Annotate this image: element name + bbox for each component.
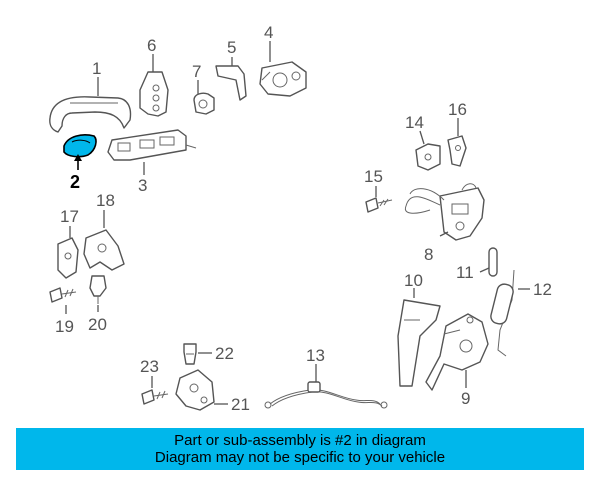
part-4-lock-actuator[interactable] <box>259 61 307 97</box>
callout-7: 7 <box>192 62 201 81</box>
callout-12: 12 <box>533 280 552 299</box>
callout-16: 16 <box>448 100 467 119</box>
part-13-cable[interactable] <box>264 381 388 409</box>
part-21-hinge[interactable] <box>175 369 215 411</box>
info-banner: Part or sub-assembly is #2 in diagram Di… <box>16 428 584 470</box>
callout-8: 8 <box>424 245 433 264</box>
banner-line-2: Diagram may not be specific to your vehi… <box>154 449 446 466</box>
part-15-screw[interactable] <box>365 197 393 213</box>
part-6-key-fob[interactable] <box>139 71 169 117</box>
parts-diagram: 1 2 3 4 5 6 7 <box>49 23 552 414</box>
callout-3: 3 <box>138 176 147 195</box>
banner-line-1: Part or sub-assembly is #2 in diagram <box>174 432 426 449</box>
part-22-bolt[interactable] <box>183 343 197 365</box>
part-16-bracket[interactable] <box>447 135 467 167</box>
callout-17: 17 <box>60 207 79 226</box>
callout-15: 15 <box>364 167 383 186</box>
part-7-lock-cylinder[interactable] <box>193 92 215 115</box>
callout-13: 13 <box>306 346 325 365</box>
callout-18: 18 <box>96 191 115 210</box>
callout-19: 19 <box>55 317 74 336</box>
part-14-bracket[interactable] <box>415 143 441 171</box>
callout-20: 20 <box>88 315 107 334</box>
part-3-handle-carrier[interactable] <box>107 129 197 161</box>
callout-9: 9 <box>461 389 470 408</box>
part-23-screw[interactable] <box>141 389 169 405</box>
part-8-door-latch[interactable] <box>404 183 485 241</box>
part-11-cap[interactable] <box>488 247 498 277</box>
part-2-handle-cover[interactable] <box>63 134 97 158</box>
part-19-bolt[interactable] <box>49 287 77 303</box>
callout-14: 14 <box>405 113 424 132</box>
callout-22: 22 <box>215 344 234 363</box>
callout-4: 4 <box>264 23 273 42</box>
callout-2: 2 <box>70 172 80 192</box>
part-17-hinge[interactable] <box>57 237 79 279</box>
part-12-rod[interactable] <box>489 269 515 357</box>
callout-1: 1 <box>92 59 101 78</box>
part-9-lock-assembly[interactable] <box>425 313 489 391</box>
callout-5: 5 <box>227 38 236 57</box>
callout-10: 10 <box>404 271 423 290</box>
part-5-lock-rod[interactable] <box>215 65 247 101</box>
part-18-hinge[interactable] <box>83 229 125 271</box>
part-20-bolt[interactable] <box>89 275 107 304</box>
callout-6: 6 <box>147 36 156 55</box>
part-10-seal[interactable] <box>397 299 441 387</box>
callout-23: 23 <box>140 357 159 376</box>
callout-21: 21 <box>231 395 250 414</box>
callout-11: 11 <box>456 263 474 282</box>
part-1-door-handle[interactable] <box>49 96 132 133</box>
